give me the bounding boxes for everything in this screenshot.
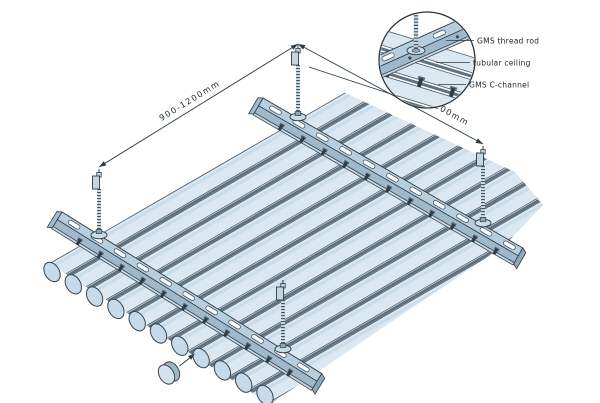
channel-slot xyxy=(409,186,423,197)
label-gms-c-channel: GMS C-channel xyxy=(469,81,529,90)
channel-slot xyxy=(503,240,516,251)
channel-slot xyxy=(456,213,469,224)
channel-end-profile xyxy=(311,372,326,395)
hanger-bracket xyxy=(92,175,100,190)
detail-callout: GMS thread rod tubular ceiling GMS C-cha… xyxy=(378,11,539,109)
dimension-label-left: 900-1200mm xyxy=(157,78,221,123)
tube-clip xyxy=(138,277,145,285)
thread-rod-assembly xyxy=(90,169,108,240)
thread-rod-assembly xyxy=(289,45,307,122)
channel-slot xyxy=(339,146,352,156)
hanger-bracket xyxy=(276,286,284,301)
channel-end-profile xyxy=(513,247,527,270)
tube-end-cap xyxy=(213,360,232,381)
nut xyxy=(294,111,302,116)
tube-clip xyxy=(427,210,434,218)
channel-slot xyxy=(159,276,172,287)
label-gms-thread-rod: GMS thread rod xyxy=(477,37,539,46)
c-channel-carrier-left xyxy=(46,211,326,395)
channel-slot xyxy=(362,159,376,170)
channel-slot xyxy=(67,219,81,230)
tube-end-caps xyxy=(43,261,274,403)
hanger-bracket xyxy=(476,152,484,167)
channel-slot xyxy=(182,291,195,301)
tube-clip xyxy=(320,148,327,156)
channel-slot xyxy=(113,248,127,259)
label-tubular-ceiling: tubular ceiling xyxy=(473,59,531,68)
tube-clip xyxy=(384,185,392,194)
tube-clip xyxy=(243,343,251,351)
channel-slot xyxy=(205,305,218,316)
dimension-line-left xyxy=(98,43,299,168)
channel-slot xyxy=(297,362,310,373)
tube-end-cap xyxy=(128,311,146,332)
tube-end-cap xyxy=(149,323,168,344)
tube-clip xyxy=(180,303,187,312)
tube-end-cap xyxy=(85,286,104,307)
tube-clip xyxy=(201,317,209,325)
tube-clip xyxy=(470,235,477,243)
nut xyxy=(95,229,103,234)
tube-end-cap xyxy=(256,384,274,403)
nut xyxy=(279,343,287,348)
tube-clip xyxy=(265,356,272,364)
thread-rod-assembly xyxy=(474,146,492,228)
channel-slot xyxy=(136,262,150,273)
end-cap-loose xyxy=(157,361,181,385)
channel-slot xyxy=(386,173,399,183)
channel-slot xyxy=(251,334,264,344)
tube-clip xyxy=(342,161,349,169)
tube-clip xyxy=(117,264,124,272)
tube-clip xyxy=(406,198,413,206)
hanger-bracket xyxy=(291,51,299,66)
tube-end-cap xyxy=(192,347,210,369)
detail-thread-rod xyxy=(406,13,426,56)
thread-rod-assembly xyxy=(274,280,292,354)
callout-leaders xyxy=(436,40,474,85)
tube-end-cap xyxy=(64,274,82,295)
tube-end-cap xyxy=(43,261,61,283)
tube-clip xyxy=(449,223,456,231)
tube-end-cap xyxy=(235,372,253,393)
tube-clip xyxy=(492,247,499,256)
tube-clip xyxy=(222,330,230,338)
tube-clip xyxy=(75,238,82,246)
channel-slot xyxy=(228,319,241,330)
tube-end-cap xyxy=(107,298,125,320)
tube-clip xyxy=(363,173,370,181)
detail-pointer-line xyxy=(308,66,392,95)
tube-clip xyxy=(159,290,166,299)
tube-clip xyxy=(286,369,293,377)
tube-end-cap xyxy=(171,335,189,356)
channel-slot xyxy=(432,200,446,210)
tube-clip xyxy=(96,251,103,259)
nut xyxy=(479,217,487,222)
install-arrow xyxy=(179,353,195,367)
channel-slot xyxy=(479,227,493,237)
